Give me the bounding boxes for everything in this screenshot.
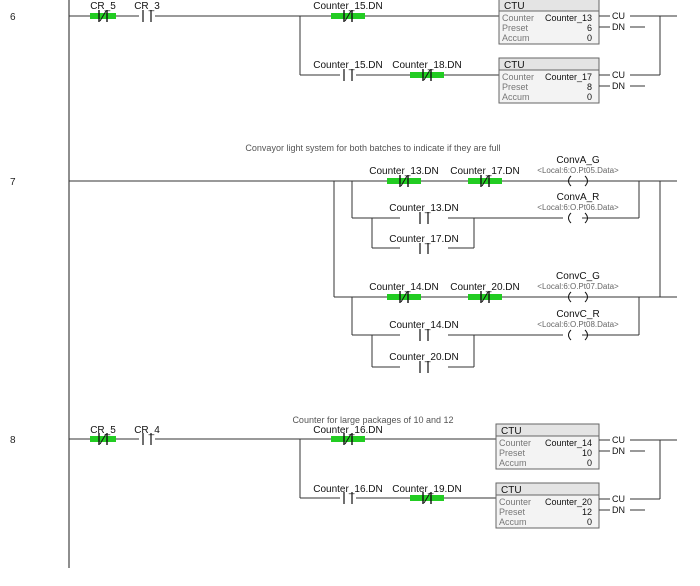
counter-label: Counter bbox=[499, 438, 531, 448]
contact-label: Counter_19.DN bbox=[392, 484, 461, 495]
counter-label: Counter bbox=[499, 497, 531, 507]
cu-output: CU bbox=[612, 494, 625, 504]
contact-label: CR_3 bbox=[134, 1, 160, 12]
preset-label: Preset bbox=[502, 82, 529, 92]
contact-counter14-dn[interactable]: Counter_14.DN bbox=[369, 282, 439, 303]
preset-value: 8 bbox=[587, 82, 592, 92]
rung-comment: Convayor light system for both batches t… bbox=[245, 143, 500, 153]
coil-conva-r[interactable]: ConvA_R <Local:6:O.Pt06.Data> bbox=[537, 192, 619, 224]
contact-cr5[interactable]: CR_5 bbox=[90, 1, 116, 22]
contact-label: Counter_20.DN bbox=[389, 352, 458, 363]
contact-counter20-dn[interactable]: Counter_20.DN bbox=[450, 282, 520, 303]
preset-label: Preset bbox=[499, 448, 526, 458]
coil-name: ConvA_R bbox=[557, 192, 600, 203]
contact-label: CR_5 bbox=[90, 425, 116, 436]
contact-label: Counter_13.DN bbox=[389, 203, 458, 214]
ctu-title: CTU bbox=[504, 1, 525, 12]
contact-counter16-dn-branch[interactable]: Counter_16.DN bbox=[313, 484, 383, 504]
coil-name: ConvC_R bbox=[556, 309, 599, 320]
coil-address: <Local:6:O.Pt07.Data> bbox=[537, 282, 619, 291]
accum-value: 0 bbox=[587, 33, 592, 43]
dn-output: DN bbox=[612, 505, 625, 515]
contact-counter17-dn-branch[interactable]: Counter_17.DN bbox=[389, 234, 459, 254]
contact-counter20-dn-branch[interactable]: Counter_20.DN bbox=[389, 352, 459, 373]
ctu-title: CTU bbox=[501, 426, 522, 437]
counter-tag: Counter_17 bbox=[545, 72, 592, 82]
preset-value: 10 bbox=[582, 448, 592, 458]
preset-label: Preset bbox=[502, 23, 529, 33]
dn-output: DN bbox=[612, 22, 625, 32]
contact-label: Counter_15.DN bbox=[313, 1, 382, 12]
contact-label: Counter_13.DN bbox=[369, 166, 438, 177]
contact-counter13-dn[interactable]: Counter_13.DN bbox=[369, 166, 439, 187]
contact-cr5[interactable]: CR_5 bbox=[90, 425, 116, 445]
contact-label: Counter_20.DN bbox=[450, 282, 519, 293]
accum-label: Accum bbox=[502, 92, 530, 102]
dn-output: DN bbox=[612, 446, 625, 456]
rung-number: 7 bbox=[10, 177, 16, 188]
preset-value: 6 bbox=[587, 23, 592, 33]
coil-address: <Local:6:O.Pt05.Data> bbox=[537, 166, 619, 175]
counter-label: Counter bbox=[502, 72, 534, 82]
ctu-title: CTU bbox=[504, 60, 525, 71]
contact-label: Counter_14.DN bbox=[389, 320, 458, 331]
ctu-block-counter13[interactable]: CTU Counter Counter_13 Preset 6 Accum 0 … bbox=[498, 0, 677, 45]
contact-counter19-dn[interactable]: Counter_19.DN bbox=[392, 484, 462, 504]
ctu-block-counter14[interactable]: CTU Counter Counter_14 Preset 10 Accum 0… bbox=[495, 423, 677, 470]
coil-name: ConvA_G bbox=[556, 155, 600, 166]
contact-label: Counter_17.DN bbox=[389, 234, 458, 245]
coil-convc-r[interactable]: ConvC_R <Local:6:O.Pt08.Data> bbox=[537, 309, 619, 341]
accum-label: Accum bbox=[499, 458, 527, 468]
contact-counter16-dn[interactable]: Counter_16.DN bbox=[313, 425, 383, 445]
contact-label: Counter_14.DN bbox=[369, 282, 438, 293]
contact-label: Counter_18.DN bbox=[392, 60, 461, 71]
rung-number: 8 bbox=[10, 435, 16, 446]
ctu-title: CTU bbox=[501, 485, 522, 496]
contact-label: Counter_16.DN bbox=[313, 425, 382, 436]
coil-conva-g[interactable]: ConvA_G <Local:6:O.Pt05.Data> bbox=[537, 155, 619, 187]
rung-comment: Counter for large packages of 10 and 12 bbox=[292, 415, 453, 425]
contact-label: Counter_15.DN bbox=[313, 60, 382, 71]
contact-counter13-dn-branch[interactable]: Counter_13.DN bbox=[389, 203, 459, 224]
counter-tag: Counter_13 bbox=[545, 13, 592, 23]
accum-value: 0 bbox=[587, 517, 592, 527]
contact-label: CR_5 bbox=[90, 1, 116, 12]
cu-output: CU bbox=[612, 70, 625, 80]
coil-convc-g[interactable]: ConvC_G <Local:6:O.Pt07.Data> bbox=[537, 271, 619, 303]
accum-label: Accum bbox=[499, 517, 527, 527]
contact-counter15-dn[interactable]: Counter_15.DN bbox=[313, 1, 383, 22]
contact-counter18-dn[interactable]: Counter_18.DN bbox=[392, 60, 462, 81]
cu-output: CU bbox=[612, 11, 625, 21]
contact-counter14-dn-branch[interactable]: Counter_14.DN bbox=[389, 320, 459, 341]
preset-value: 12 bbox=[582, 507, 592, 517]
contact-cr4[interactable]: CR_4 bbox=[134, 425, 160, 445]
counter-tag: Counter_20 bbox=[545, 497, 592, 507]
coil-address: <Local:6:O.Pt06.Data> bbox=[537, 203, 619, 212]
contact-label: Counter_17.DN bbox=[450, 166, 519, 177]
contact-label: CR_4 bbox=[134, 425, 160, 436]
coil-address: <Local:6:O.Pt08.Data> bbox=[537, 320, 619, 329]
cu-output: CU bbox=[612, 435, 625, 445]
accum-label: Accum bbox=[502, 33, 530, 43]
accum-value: 0 bbox=[587, 92, 592, 102]
dn-output: DN bbox=[612, 81, 625, 91]
contact-counter15-dn-branch[interactable]: Counter_15.DN bbox=[313, 60, 383, 81]
accum-value: 0 bbox=[587, 458, 592, 468]
ctu-block-counter17[interactable]: CTU Counter Counter_17 Preset 8 Accum 0 … bbox=[498, 57, 660, 104]
contact-cr3[interactable]: CR_3 bbox=[134, 1, 160, 22]
counter-label: Counter bbox=[502, 13, 534, 23]
counter-tag: Counter_14 bbox=[545, 438, 592, 448]
coil-name: ConvC_G bbox=[556, 271, 600, 282]
contact-label: Counter_16.DN bbox=[313, 484, 382, 495]
preset-label: Preset bbox=[499, 507, 526, 517]
contact-counter17-dn[interactable]: Counter_17.DN bbox=[450, 166, 520, 187]
ctu-block-counter20[interactable]: CTU Counter Counter_20 Preset 12 Accum 0… bbox=[495, 482, 660, 529]
rung-number: 6 bbox=[10, 12, 16, 23]
